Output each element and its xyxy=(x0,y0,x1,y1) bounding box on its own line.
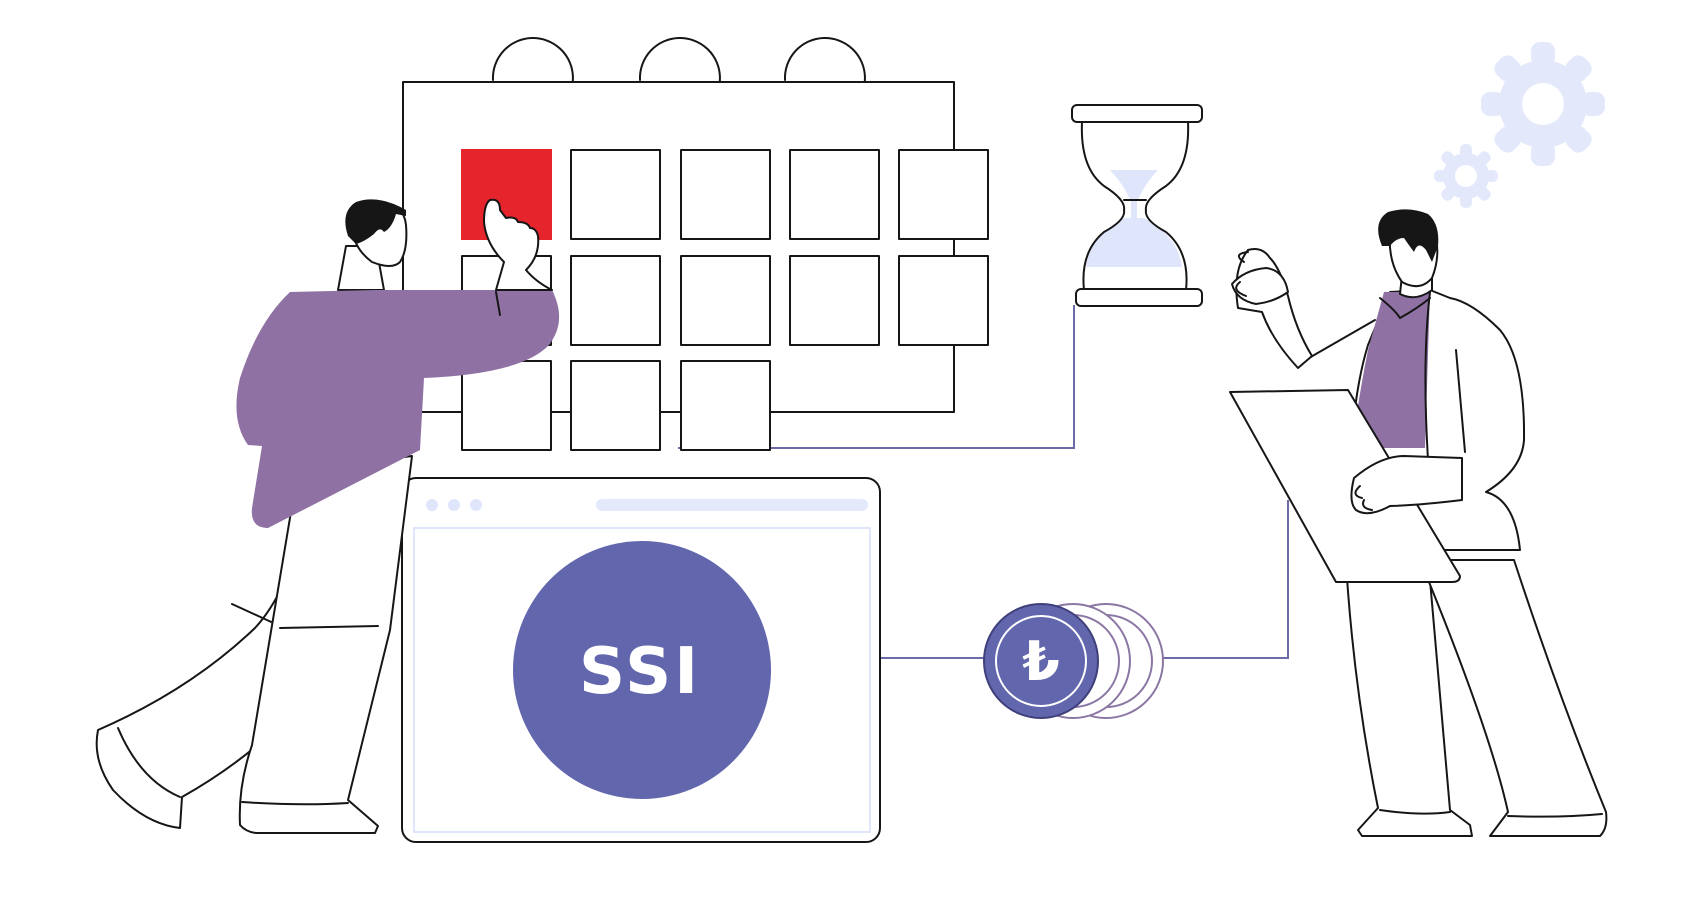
window-dot-icon xyxy=(426,499,438,511)
window-dot-icon xyxy=(470,499,482,511)
connector-lines xyxy=(678,305,1289,659)
browser-content xyxy=(413,527,871,833)
gear-large-icon xyxy=(1481,42,1605,166)
ssi-badge xyxy=(513,541,771,799)
coin-stack: ₺ xyxy=(983,603,1164,719)
calendar-day[interactable] xyxy=(789,255,880,346)
window-dot-icon xyxy=(448,499,460,511)
address-bar[interactable] xyxy=(596,499,868,511)
calendar-day[interactable] xyxy=(680,360,771,451)
calendar-day[interactable] xyxy=(898,149,989,240)
calendar-day[interactable] xyxy=(680,255,771,346)
calendar-day[interactable] xyxy=(570,255,661,346)
calendar-day[interactable] xyxy=(570,149,661,240)
gear-small-icon xyxy=(1434,144,1498,208)
calendar-day[interactable] xyxy=(680,149,771,240)
browser-window: SSI xyxy=(401,477,881,843)
calendar-day[interactable] xyxy=(461,360,552,451)
ssi-badge-label: SSI xyxy=(579,635,701,709)
calendar-day[interactable] xyxy=(898,255,989,346)
hourglass-icon xyxy=(1071,104,1203,307)
coin-front xyxy=(983,603,1099,719)
person-right xyxy=(1229,209,1608,837)
lira-icon: ₺ xyxy=(1022,630,1060,693)
calendar-day[interactable] xyxy=(789,149,880,240)
person-left xyxy=(95,198,560,834)
calendar-day[interactable] xyxy=(570,360,661,451)
